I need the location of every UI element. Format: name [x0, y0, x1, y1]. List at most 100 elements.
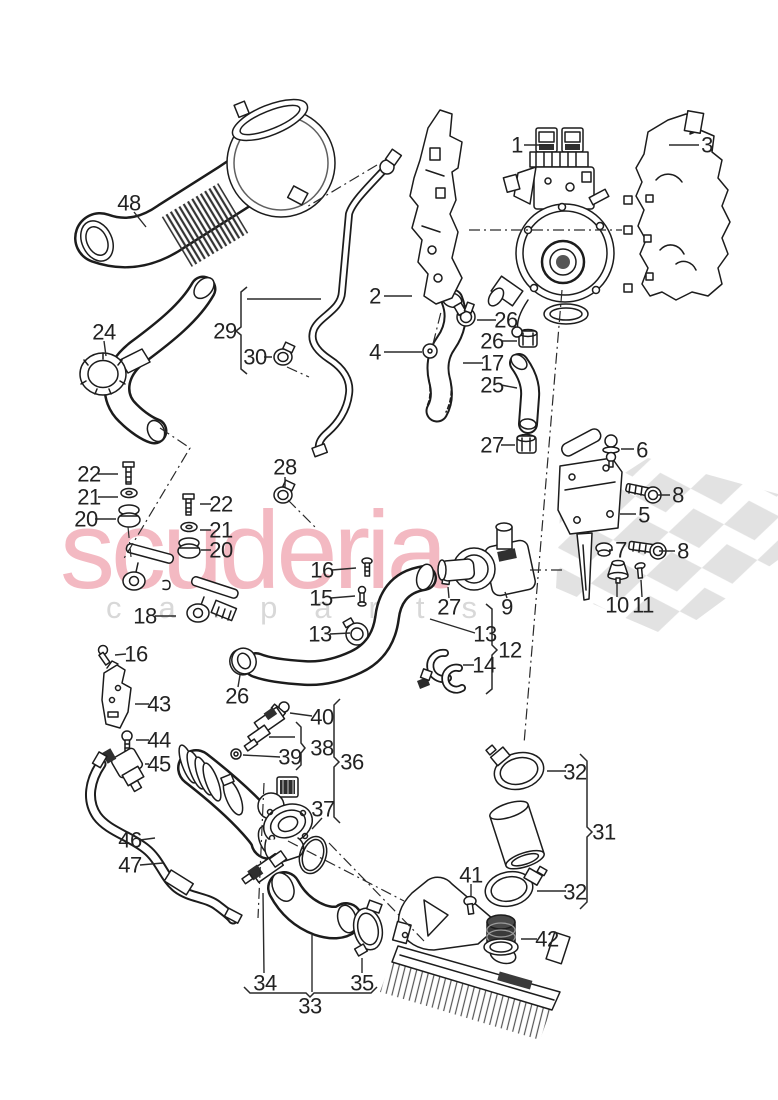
- part-callout-20[interactable]: 20: [74, 507, 98, 532]
- part-clip-14: [417, 648, 466, 694]
- part-sensor-34: [241, 850, 288, 885]
- part-callout-42[interactable]: 42: [535, 927, 559, 952]
- part-callout-15[interactable]: 15: [309, 586, 333, 611]
- part-callout-7[interactable]: 7: [615, 538, 628, 563]
- part-callout-41[interactable]: 41: [459, 863, 483, 888]
- part-air-duct-48: [74, 98, 336, 269]
- part-callout-10[interactable]: 10: [605, 593, 629, 618]
- part-callout-20[interactable]: 20: [209, 538, 233, 563]
- part-hose-17: [425, 288, 467, 423]
- part-callout-16[interactable]: 16: [124, 642, 148, 667]
- part-callout-8[interactable]: 8: [672, 483, 685, 508]
- watermark-sub-text: carparts: [106, 590, 514, 625]
- part-tube-25: [509, 353, 541, 434]
- part-callout-6[interactable]: 6: [636, 438, 649, 463]
- part-clamp-35: [352, 899, 384, 957]
- part-callout-8[interactable]: 8: [677, 539, 690, 564]
- part-callout-5[interactable]: 5: [638, 503, 651, 528]
- part-rail-18: [122, 543, 239, 623]
- part-callout-31[interactable]: 31: [592, 820, 616, 845]
- part-callout-2[interactable]: 2: [369, 284, 382, 309]
- part-callout-36[interactable]: 36: [340, 750, 364, 775]
- part-callout-9[interactable]: 9: [501, 595, 514, 620]
- part-callout-3[interactable]: 3: [701, 133, 714, 158]
- part-callout-43[interactable]: 43: [147, 692, 171, 717]
- part-callout-13[interactable]: 13: [308, 622, 332, 647]
- part-bolt-8a: [625, 483, 662, 504]
- part-bushing-42: [483, 914, 519, 956]
- part-throttle-37: [257, 776, 328, 875]
- part-manifold-3: [623, 110, 731, 301]
- part-callout-27[interactable]: 27: [437, 595, 461, 620]
- leader-lines: [95, 144, 699, 992]
- part-grommet-27a: [516, 433, 537, 454]
- part-elbow-33: [267, 871, 363, 940]
- part-bracket-43: [101, 660, 132, 729]
- part-callout-45[interactable]: 45: [147, 752, 171, 777]
- part-bolt-16a: [97, 644, 111, 666]
- part-callout-32[interactable]: 32: [563, 760, 587, 785]
- part-clamp-32b: [484, 865, 548, 908]
- part-callout-1[interactable]: 1: [511, 133, 524, 158]
- part-seal-4: [422, 343, 438, 359]
- part-callout-21[interactable]: 21: [77, 485, 101, 510]
- part-pump-9: [437, 522, 536, 597]
- part-callout-26[interactable]: 26: [480, 329, 504, 354]
- part-callout-39[interactable]: 39: [278, 745, 302, 770]
- part-valve-15: [357, 585, 367, 607]
- part-injector-38-39-40: [230, 701, 290, 760]
- part-bolt-8b: [628, 540, 667, 560]
- part-callout-22[interactable]: 22: [209, 492, 233, 517]
- part-callout-46[interactable]: 46: [118, 828, 142, 853]
- part-callout-28[interactable]: 28: [273, 455, 297, 480]
- part-callout-30[interactable]: 30: [243, 345, 267, 370]
- part-hose-13: [231, 563, 437, 687]
- part-callout-4[interactable]: 4: [369, 340, 382, 365]
- part-valve-45: [101, 747, 145, 793]
- part-callout-37[interactable]: 37: [311, 797, 335, 822]
- part-heat-shield-2: [409, 109, 463, 305]
- part-callout-35[interactable]: 35: [350, 971, 374, 996]
- part-callout-38[interactable]: 38: [310, 736, 334, 761]
- part-callout-26[interactable]: 26: [494, 308, 518, 333]
- part-bolt-16b: [361, 557, 373, 577]
- part-stud-6: [602, 434, 620, 468]
- part-callout-25[interactable]: 25: [480, 373, 504, 398]
- part-buffer-10: [607, 559, 629, 584]
- part-fasteners-22-21-20-left: [117, 461, 141, 528]
- part-callout-27[interactable]: 27: [480, 433, 504, 458]
- part-callout-14[interactable]: 14: [472, 653, 496, 678]
- part-callout-12[interactable]: 12: [498, 638, 522, 663]
- part-callout-13[interactable]: 13: [473, 622, 497, 647]
- part-callout-18[interactable]: 18: [133, 604, 157, 629]
- part-callout-47[interactable]: 47: [118, 853, 142, 878]
- part-callout-21[interactable]: 21: [209, 518, 233, 543]
- part-callout-48[interactable]: 48: [117, 191, 141, 216]
- part-callout-44[interactable]: 44: [147, 728, 171, 753]
- part-intercooler: [380, 876, 571, 1040]
- part-callout-24[interactable]: 24: [92, 320, 116, 345]
- part-clamp-30: [273, 341, 296, 366]
- part-screw-11: [634, 562, 646, 579]
- part-clamp-32a: [485, 744, 545, 791]
- part-callout-22[interactable]: 22: [77, 462, 101, 487]
- part-clamp-26a: [453, 301, 476, 327]
- part-callout-17[interactable]: 17: [480, 351, 504, 376]
- art-layer: [74, 98, 731, 1040]
- part-fasteners-22-21-20-right: [177, 493, 201, 559]
- part-callout-11[interactable]: 11: [632, 593, 655, 618]
- part-callout-32[interactable]: 32: [563, 880, 587, 905]
- part-callout-40[interactable]: 40: [310, 705, 334, 730]
- part-callout-34[interactable]: 34: [253, 971, 277, 996]
- construction-lines: [122, 164, 622, 942]
- part-canister-31: [489, 800, 545, 870]
- part-callout-26[interactable]: 26: [225, 684, 249, 709]
- part-callout-33[interactable]: 33: [298, 994, 322, 1019]
- part-callout-29[interactable]: 29: [213, 319, 237, 344]
- group-brackets: [234, 286, 594, 999]
- part-callout-16[interactable]: 16: [310, 558, 334, 583]
- part-nut-7: [595, 542, 613, 557]
